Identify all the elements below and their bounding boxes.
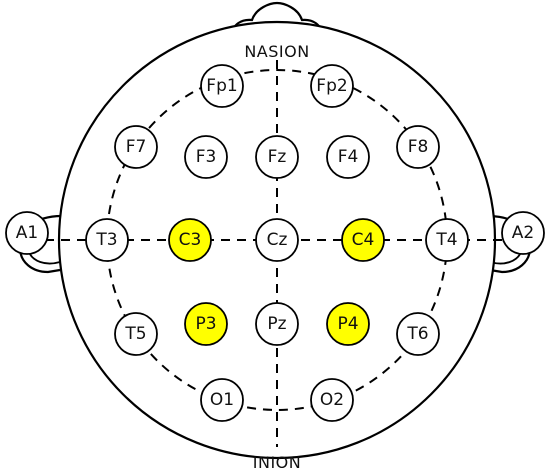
electrode-label: P4 — [337, 314, 358, 334]
electrode-o1: O1 — [200, 378, 244, 422]
electrode-a1: A1 — [5, 211, 49, 255]
electrode-label: T6 — [406, 324, 428, 344]
electrode-pz: Pz — [255, 302, 299, 346]
electrode-label: Fz — [268, 147, 287, 167]
electrode-fp1: Fp1 — [200, 64, 244, 108]
electrode-marker — [326, 302, 370, 346]
electrode-t5: T5 — [114, 312, 158, 356]
electrode-f7: F7 — [114, 125, 158, 169]
electrode-label: T4 — [435, 230, 457, 250]
electrode-label: Fp1 — [206, 76, 237, 96]
electrode-marker — [326, 135, 370, 179]
electrode-marker — [114, 312, 158, 356]
electrode-marker — [310, 378, 354, 422]
electrode-marker — [425, 218, 469, 262]
electrode-label: Pz — [267, 314, 286, 334]
inion-label: INION — [253, 453, 301, 472]
electrode-label: T3 — [95, 230, 117, 250]
electrode-marker — [184, 302, 228, 346]
electrode-label: Cz — [267, 230, 288, 250]
electrode-label: A1 — [16, 223, 38, 243]
electrode-marker — [168, 218, 212, 262]
electrode-p3: P3 — [184, 302, 228, 346]
electrode-o2: O2 — [310, 378, 354, 422]
electrode-label: O1 — [210, 390, 234, 410]
electrode-marker — [255, 218, 299, 262]
electrode-marker — [85, 218, 129, 262]
electrode-marker — [310, 64, 354, 108]
electrode-label: F8 — [408, 137, 429, 157]
electrode-label: F3 — [196, 147, 217, 167]
electrode-f8: F8 — [396, 125, 440, 169]
electrode-marker — [255, 135, 299, 179]
electrode-label: T5 — [124, 324, 146, 344]
electrode-marker — [184, 135, 228, 179]
electrode-cz: Cz — [255, 218, 299, 262]
electrode-c3: C3 — [168, 218, 212, 262]
electrode-p4: P4 — [326, 302, 370, 346]
electrode-fz: Fz — [255, 135, 299, 179]
electrode-label: C3 — [179, 230, 202, 250]
electrode-marker — [341, 218, 385, 262]
electrode-marker — [114, 125, 158, 169]
nasion-label: NASION — [244, 42, 309, 61]
electrode-label: P3 — [195, 314, 216, 334]
electrode-marker — [501, 211, 545, 255]
electrode-t4: T4 — [425, 218, 469, 262]
electrode-marker — [5, 211, 49, 255]
electrode-t6: T6 — [396, 312, 440, 356]
electrode-marker — [396, 125, 440, 169]
electrode-fp2: Fp2 — [310, 64, 354, 108]
electrode-marker — [200, 64, 244, 108]
electrode-label: O2 — [320, 390, 344, 410]
electrode-c4: C4 — [341, 218, 385, 262]
electrode-label: F7 — [126, 137, 147, 157]
electrode-marker — [396, 312, 440, 356]
electrode-label: Fp2 — [316, 76, 347, 96]
electrode-a2: A2 — [501, 211, 545, 255]
electrode-f4: F4 — [326, 135, 370, 179]
electrode-marker — [200, 378, 244, 422]
electrode-marker — [255, 302, 299, 346]
electrode-label: F4 — [338, 147, 359, 167]
electrode-label: A2 — [512, 223, 534, 243]
electrode-f3: F3 — [184, 135, 228, 179]
electrode-t3: T3 — [85, 218, 129, 262]
electrode-label: C4 — [352, 230, 375, 250]
